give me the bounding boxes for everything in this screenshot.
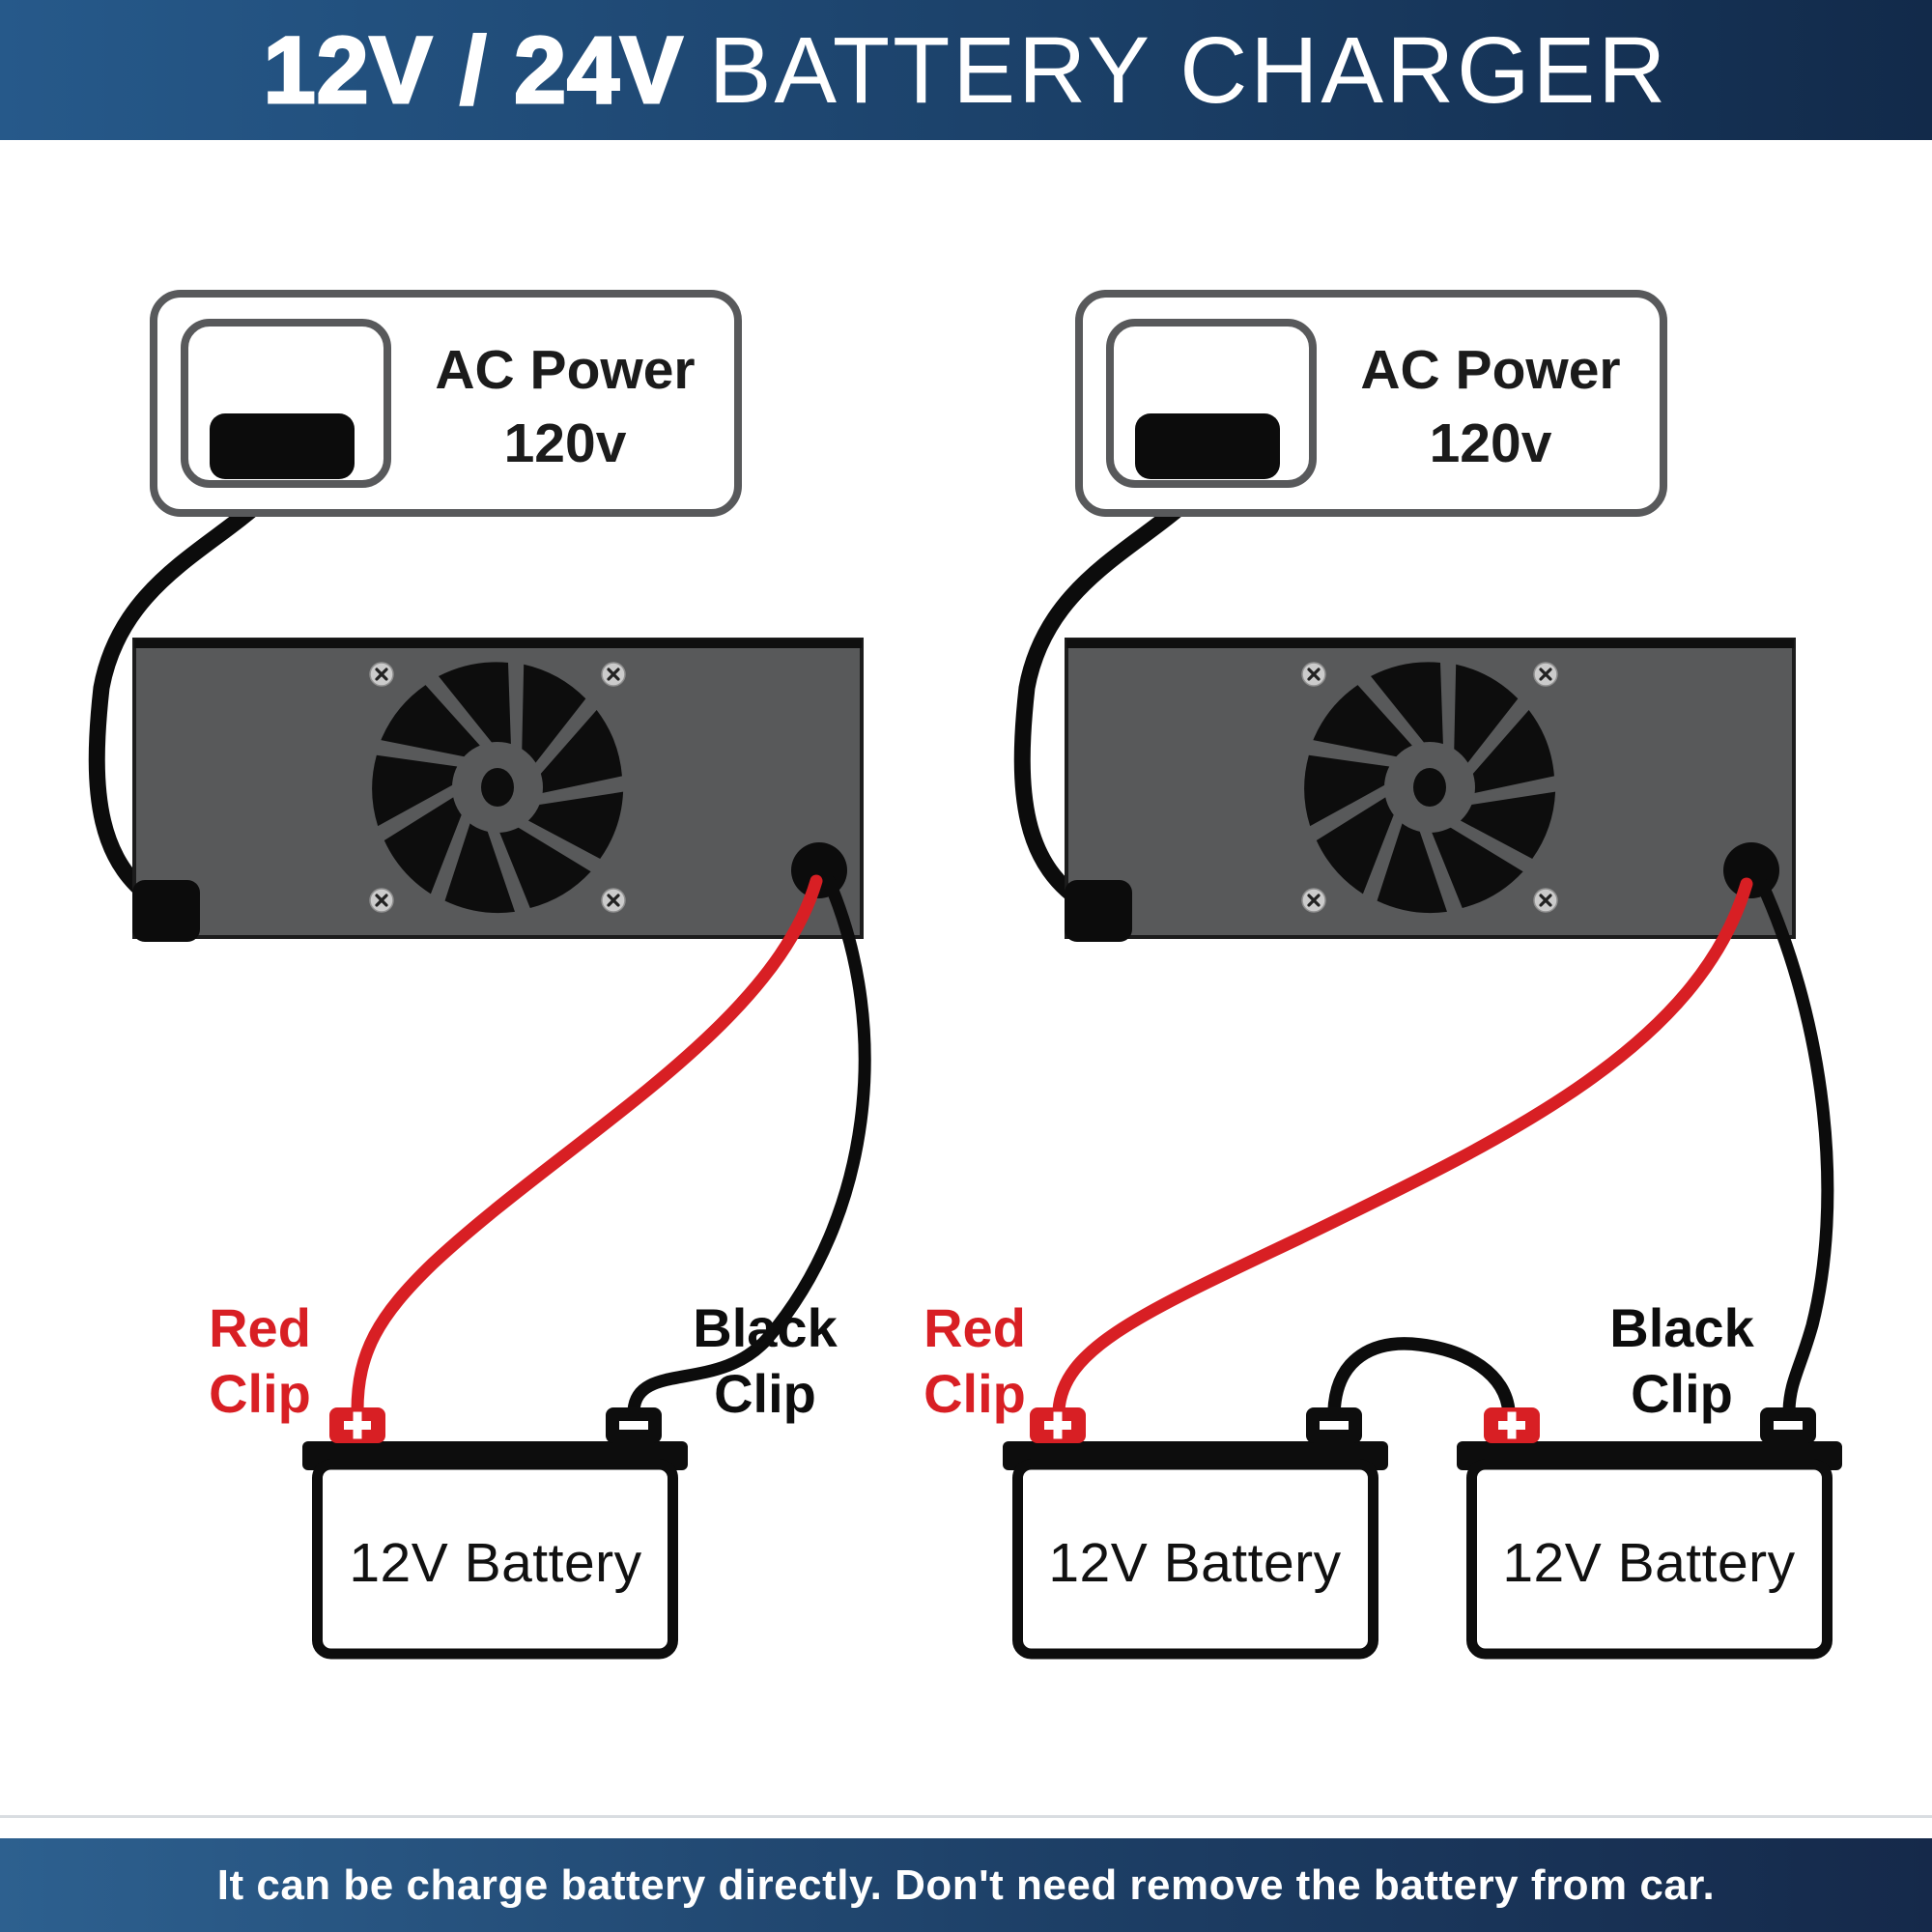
ac-power-line2: 120v — [503, 412, 627, 474]
battery-middle-plus — [1030, 1407, 1086, 1443]
ac-power-label-right: AC Power 120v — [1360, 333, 1620, 480]
footer-note: It can be charge battery directly. Don't… — [216, 1861, 1716, 1909]
series-jumper-cable — [1327, 1337, 1516, 1419]
battery-left-minus — [606, 1407, 662, 1443]
battery-middle-minus — [1306, 1407, 1362, 1443]
battery-label-middle: 12V Battery — [1048, 1532, 1342, 1594]
battery-right-plus — [1484, 1407, 1540, 1443]
battery-label-left: 12V Battery — [349, 1532, 642, 1594]
black-clip-label-left: Black Clip — [693, 1297, 838, 1424]
battery-right-minus — [1760, 1407, 1816, 1443]
footer-divider — [0, 1815, 1932, 1818]
title-voltage: 12V / 24V — [262, 15, 684, 124]
ac-power-line1: AC Power — [435, 339, 696, 401]
battery-left-plus — [329, 1407, 385, 1443]
red-clip-label-left: Red Clip — [209, 1297, 311, 1424]
red-clip-cable-right — [1052, 877, 1753, 1417]
red-clip-cable-left — [351, 874, 823, 1417]
black-clip-label-right: Black Clip — [1609, 1297, 1754, 1424]
ac-power-label-left: AC Power 120v — [435, 333, 695, 480]
title-banner: 12V / 24V BATTERY CHARGER — [0, 0, 1932, 140]
charger-right — [1065, 639, 1794, 942]
red-clip-label-right: Red Clip — [923, 1297, 1026, 1424]
black-clip-cable-right — [1755, 877, 1834, 1417]
black-clip-cable-left — [627, 874, 871, 1417]
title-text: BATTERY CHARGER — [708, 16, 1669, 123]
battery-label-right: 12V Battery — [1502, 1532, 1796, 1594]
footer-banner: It can be charge battery directly. Don't… — [0, 1838, 1932, 1932]
ac-power-line1: AC Power — [1360, 339, 1621, 401]
charger-left — [132, 639, 862, 942]
ac-power-line2: 120v — [1429, 412, 1552, 474]
